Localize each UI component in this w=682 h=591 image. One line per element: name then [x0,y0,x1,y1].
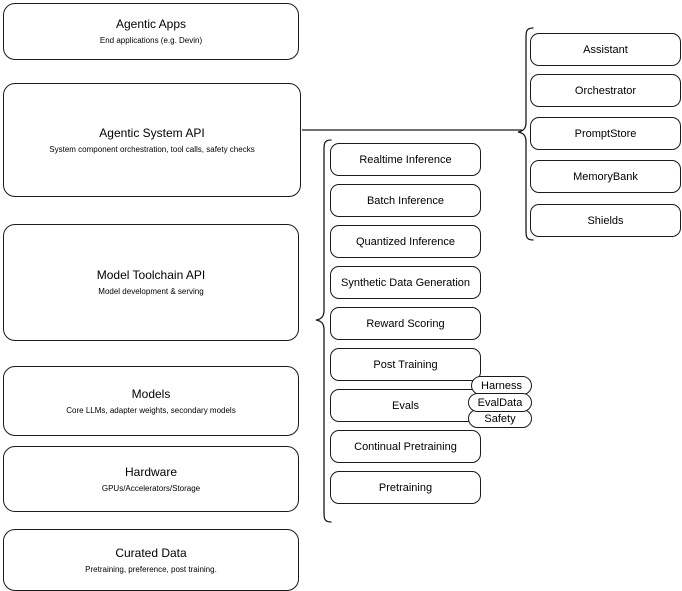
agentic-component-label: Shields [587,214,624,227]
stack-layer-agentic-apps[interactable]: Agentic Apps End applications (e.g. Devi… [3,3,299,60]
agentic-component-label: Orchestrator [574,84,637,97]
toolchain-capability-label: Continual Pretraining [354,440,457,453]
toolchain-capability-label: Synthetic Data Generation [340,276,471,289]
stack-layer-title: Hardware [124,464,178,479]
stack-layer-subtitle: Model development & serving [98,287,204,296]
stack-layer-hardware[interactable]: Hardware GPUs/Accelerators/Storage [3,446,299,512]
stack-layer-models[interactable]: Models Core LLMs, adapter weights, secon… [3,366,299,436]
toolchain-capability-quantized-inference[interactable]: Quantized Inference [330,225,481,258]
stack-layer-model-toolchain-api[interactable]: Model Toolchain API Model development & … [3,224,299,341]
toolchain-capability-reward-scoring[interactable]: Reward Scoring [330,307,481,340]
stack-layer-subtitle: Pretraining, preference, post training. [85,564,217,574]
stack-layer-title: Agentic System API [99,125,205,140]
stack-layer-subtitle: System component orchestration, tool cal… [49,144,255,154]
toolchain-capability-label: Reward Scoring [366,317,445,330]
agentic-component-label: MemoryBank [573,170,638,183]
evals-subitem-label: Safety [484,412,516,425]
toolchain-capability-label: Pretraining [378,481,433,494]
evals-subitem-label: EvalData [477,396,523,409]
stack-layer-subtitle: Core LLMs, adapter weights, secondary mo… [66,405,236,415]
agentic-component-shields[interactable]: Shields [530,204,681,237]
stack-layer-title: Agentic Apps [115,17,187,31]
connector-agentic-system-to-components [300,120,526,142]
evals-subitem-safety[interactable]: Safety [468,409,532,428]
toolchain-capability-label: Batch Inference [366,194,445,207]
toolchain-capability-realtime-inference[interactable]: Realtime Inference [330,143,481,176]
evals-subitem-label: Harness [481,379,522,392]
toolchain-capability-continual-pretraining[interactable]: Continual Pretraining [330,430,481,463]
stack-layer-subtitle: GPUs/Accelerators/Storage [101,483,201,493]
toolchain-capability-evals[interactable]: Evals [330,389,481,422]
toolchain-capability-batch-inference[interactable]: Batch Inference [330,184,481,217]
toolchain-capability-label: Evals [392,399,419,412]
stack-layer-title: Models [131,386,171,401]
toolchain-capability-synthetic-data-generation[interactable]: Synthetic Data Generation [330,266,481,299]
agentic-component-orchestrator[interactable]: Orchestrator [530,74,681,107]
stack-layer-title: Curated Data [115,545,187,560]
toolchain-capability-pretraining[interactable]: Pretraining [330,471,481,504]
toolchain-capability-label: Post Training [373,358,438,371]
agentic-component-promptstore[interactable]: PromptStore [530,117,681,150]
evals-subitem-harness[interactable]: Harness [471,376,532,395]
toolchain-capability-label: Quantized Inference [355,235,456,248]
stack-layer-title: Model Toolchain API [96,268,206,282]
stack-layer-curated-data[interactable]: Curated Data Pretraining, preference, po… [3,529,299,591]
agentic-component-label: PromptStore [574,127,637,140]
evals-subitem-evaldata[interactable]: EvalData [468,393,532,412]
agentic-component-assistant[interactable]: Assistant [530,33,681,66]
toolchain-capability-label: Realtime Inference [359,153,452,166]
agentic-component-memorybank[interactable]: MemoryBank [530,160,681,193]
toolchain-capability-post-training[interactable]: Post Training [330,348,481,381]
bracket-toolchain-capabilities [300,138,334,524]
stack-layer-agentic-system-api[interactable]: Agentic System API System component orch… [3,83,301,197]
stack-layer-subtitle: End applications (e.g. Devin) [99,36,203,45]
agentic-component-label: Assistant [583,43,628,56]
